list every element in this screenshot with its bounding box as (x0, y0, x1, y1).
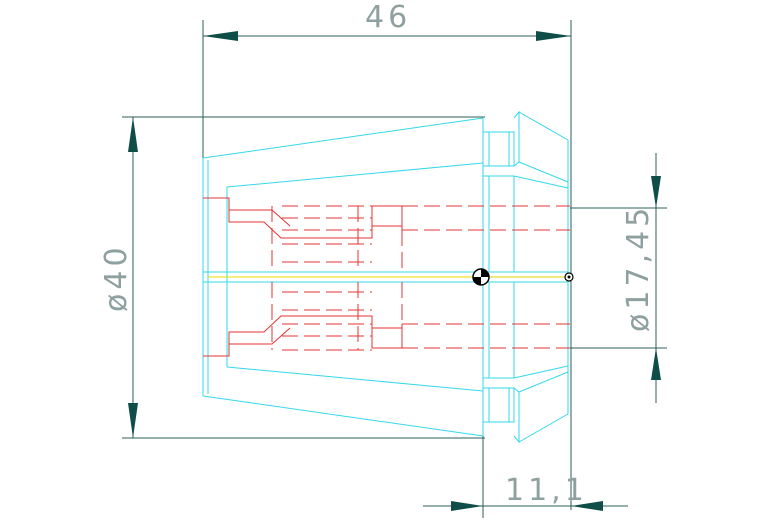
dimension-text-bore-diameter: ø17,45 (621, 204, 656, 332)
dimension-diameter-17-45: ø17,45 (570, 153, 667, 403)
center-of-gravity-icon (472, 268, 490, 286)
internal-bore-hidden-lines (203, 197, 570, 357)
dimension-length-46: 46 (202, 0, 572, 510)
dimension-text-outer-diameter: ø40 (99, 243, 134, 312)
dimension-diameter-40: ø40 (99, 116, 485, 439)
dimension-text-head-length: 11,1 (505, 473, 588, 508)
dimension-length-11-1: 11,1 (423, 422, 628, 518)
dimension-text-length: 46 (365, 0, 411, 35)
datum-point-icon (564, 272, 574, 282)
